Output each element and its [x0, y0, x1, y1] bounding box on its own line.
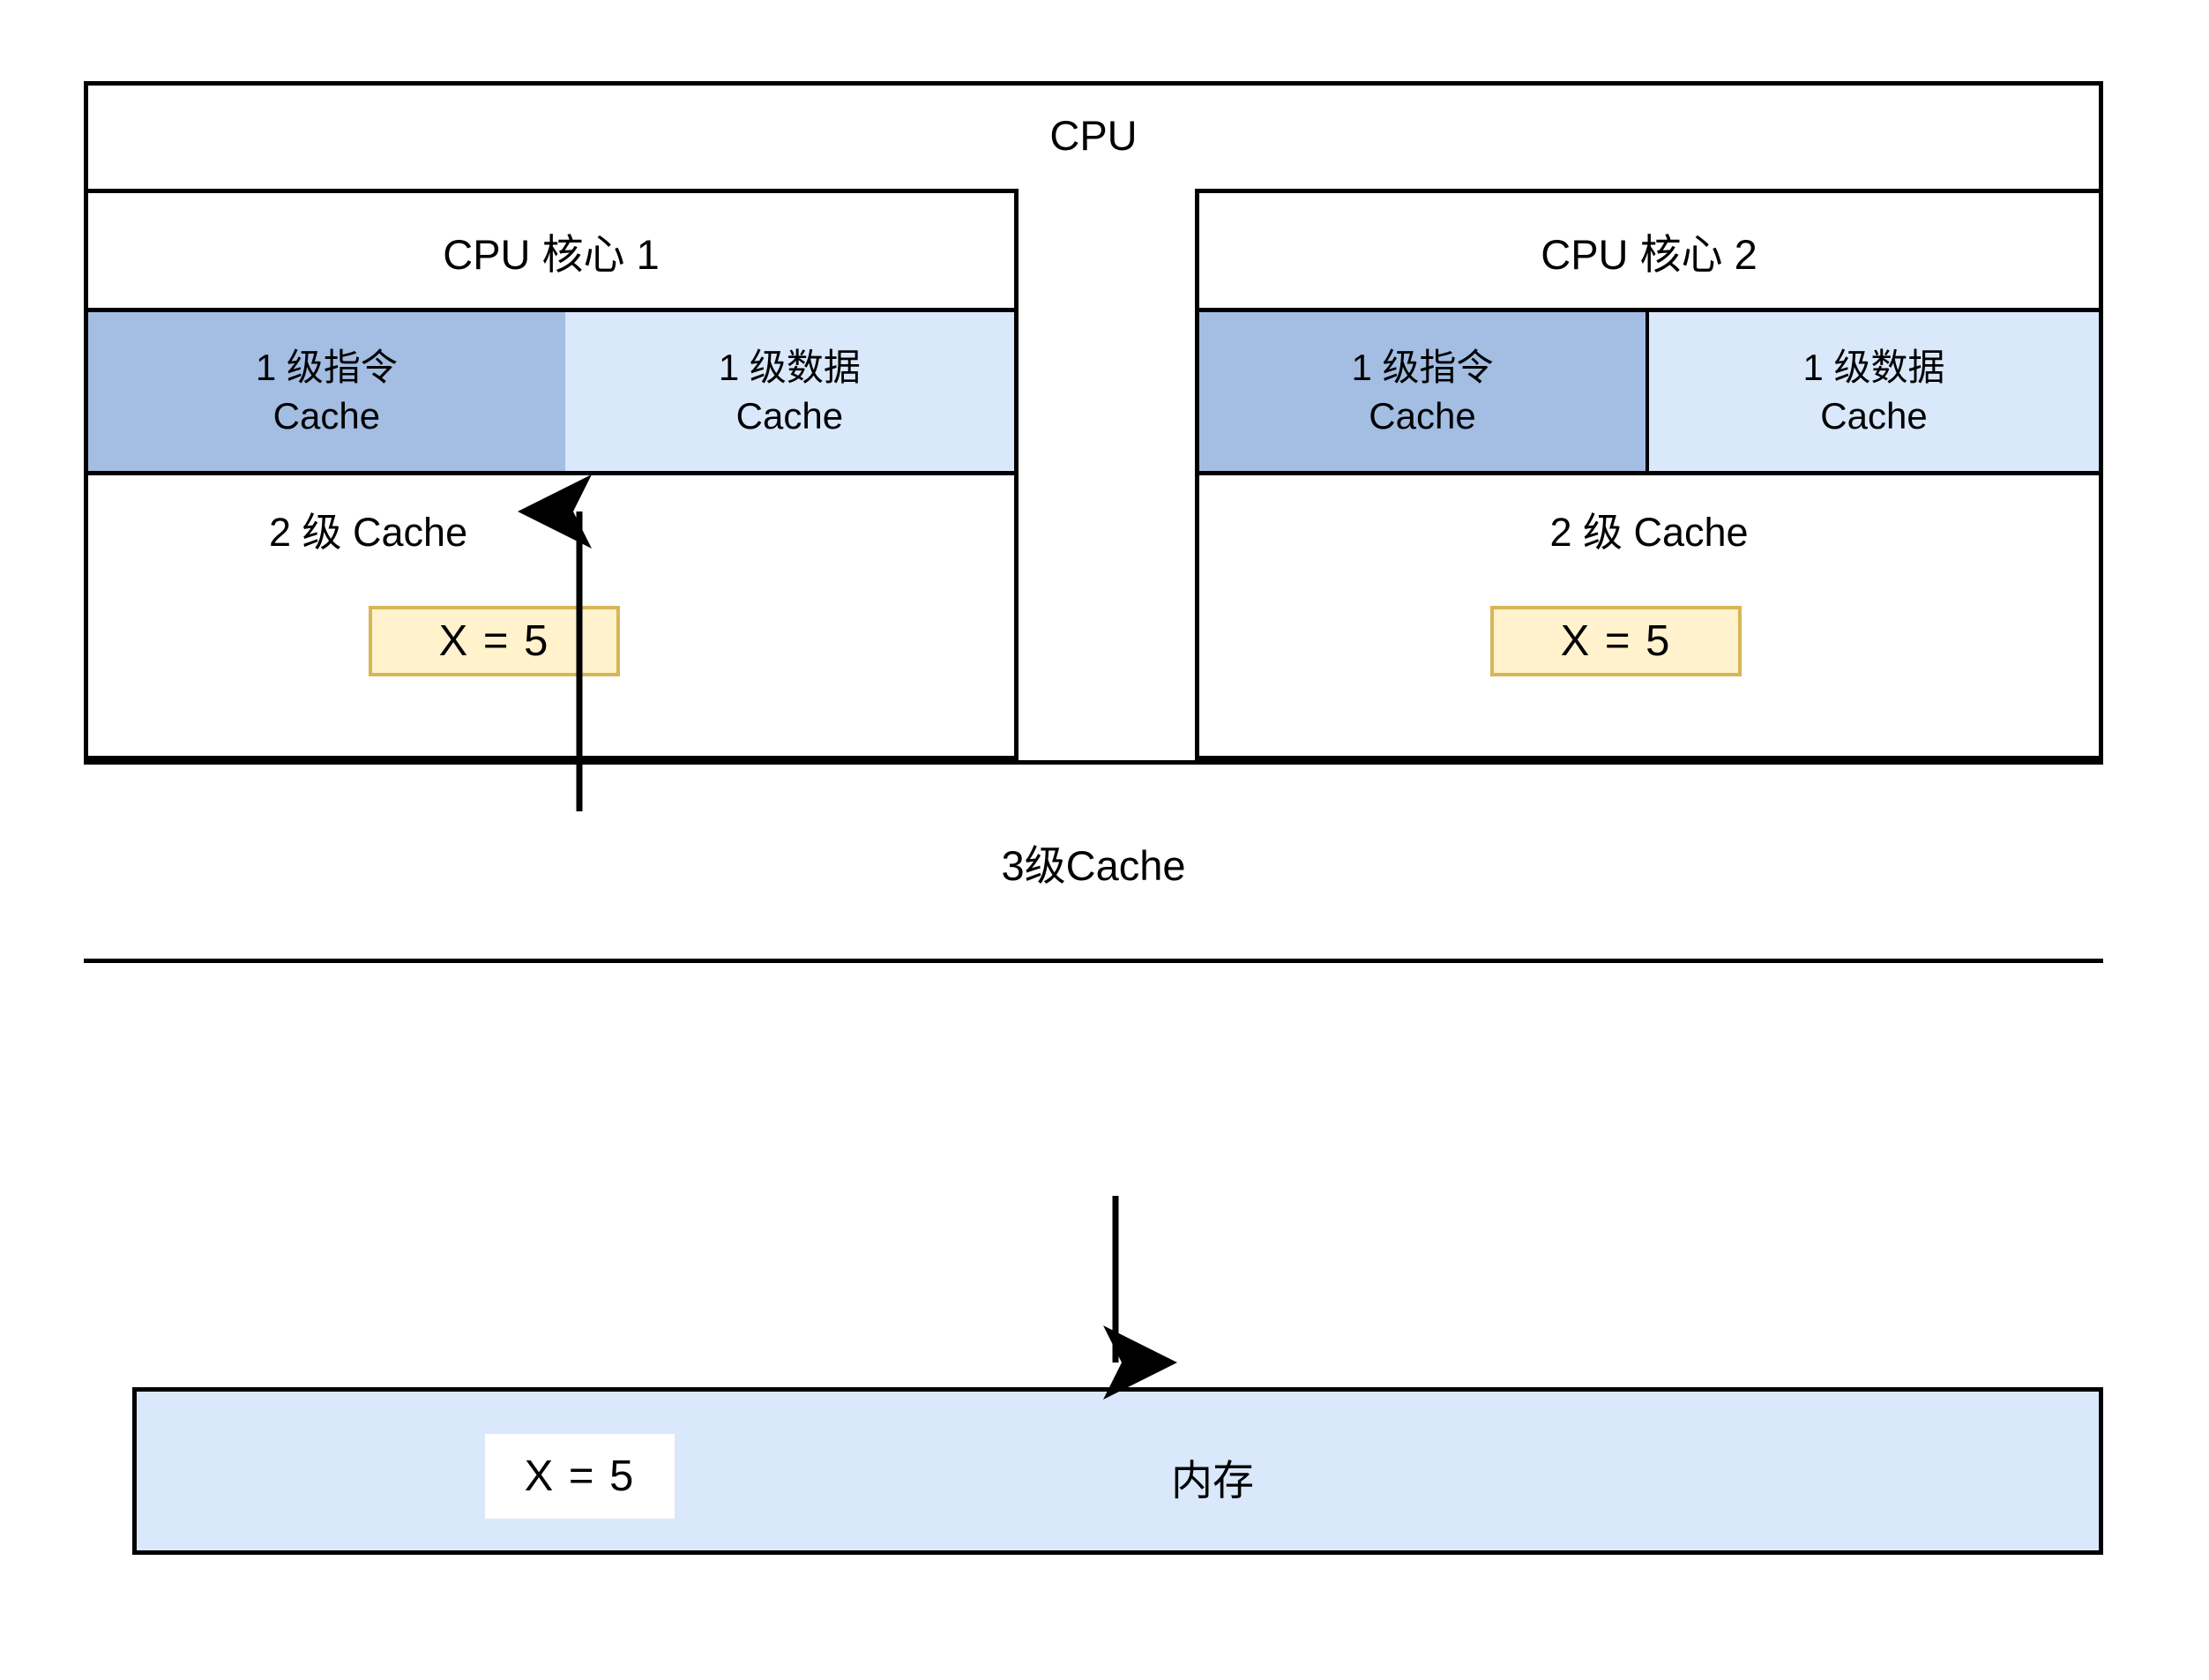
core-2-l1-instruction-line1: 1 级指令	[1351, 346, 1494, 388]
core-1-l1-cache-strip: 1 级指令 Cache 1 级数据 Cache	[88, 308, 1014, 475]
core-2-l1-data-line2: Cache	[1820, 395, 1928, 437]
core-1-l2-cache-label: 2 级 Cache	[269, 510, 468, 555]
core-1-l1-data-line1: 1 级数据	[718, 346, 861, 388]
core-2-l1-instruction-line2: Cache	[1369, 395, 1476, 437]
core-1-l2-cache-region: 2 级 Cache X = 5	[88, 475, 1014, 756]
cpu-bus-band	[84, 963, 2103, 1196]
cpu-core-1-title: CPU 核心 1	[443, 230, 660, 278]
core-1-l1-instruction-cache: 1 级指令 Cache	[88, 312, 565, 471]
cpu-core-2-title: CPU 核心 2	[1541, 230, 1757, 278]
core-1-l1-data-line2: Cache	[735, 395, 844, 437]
core-2-l1-data-line1: 1 级数据	[1802, 346, 1945, 388]
cpu-core-1-box: CPU 核心 1 1 级指令 Cache 1 级数据 Cache 2 级 Cac…	[84, 189, 1019, 760]
core-2-l2-cache-region: 2 级 Cache X = 5	[1199, 475, 2099, 756]
core-1-l1-instruction-line1: 1 级指令	[255, 346, 398, 388]
l3-cache-label: 3级Cache	[1001, 841, 1186, 889]
memory-cached-value-chip: X = 5	[485, 1434, 675, 1519]
core-2-l2-cache-label: 2 级 Cache	[1549, 510, 1749, 555]
core-1-l1-data-cache: 1 级数据 Cache	[564, 312, 1014, 471]
cpu-title: CPU	[1049, 111, 1138, 159]
core-2-l1-data-cache: 1 级数据 Cache	[1649, 312, 2099, 471]
core-1-cached-value-chip: X = 5	[369, 606, 620, 676]
core-2-l1-cache-strip: 1 级指令 Cache 1 级数据 Cache	[1199, 308, 2099, 475]
main-memory-box: X = 5 内存	[132, 1387, 2103, 1555]
core-2-cached-value-chip: X = 5	[1490, 606, 1742, 676]
memory-label: 内存	[1171, 1456, 1254, 1504]
core-2-l1-instruction-cache: 1 级指令 Cache	[1199, 312, 1649, 471]
cpu-core-2-box: CPU 核心 2 1 级指令 Cache 1 级数据 Cache 2 级 Cac…	[1195, 189, 2103, 760]
core-1-l1-instruction-line2: Cache	[272, 395, 381, 437]
l3-cache-band: 3级Cache	[84, 760, 2103, 963]
